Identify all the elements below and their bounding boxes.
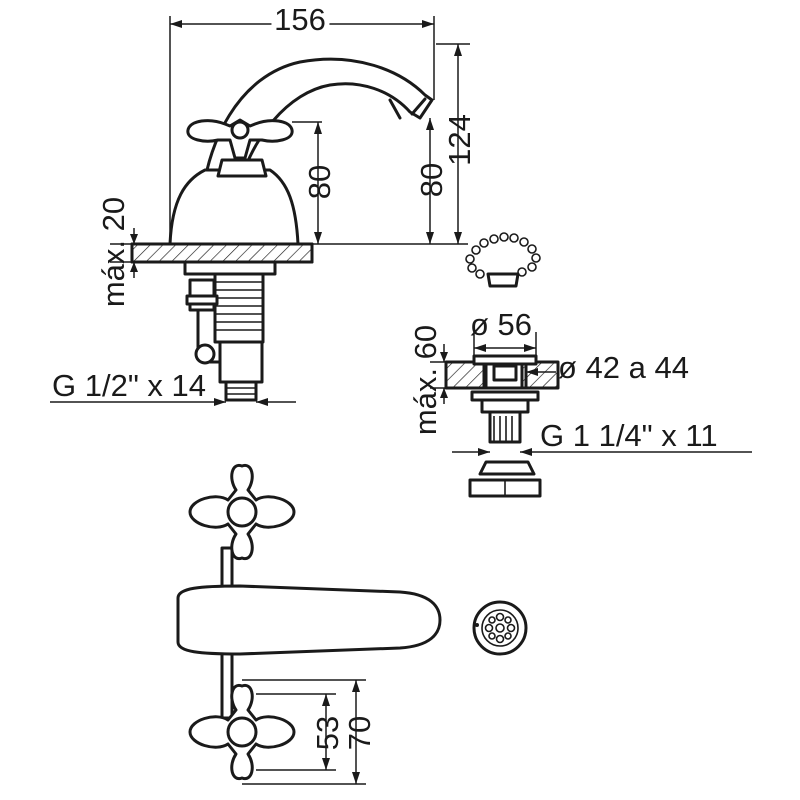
- side-view-dimensions: 156: [50, 0, 470, 406]
- side-nut: [185, 294, 219, 306]
- drain-counter-left: [444, 360, 488, 390]
- connector-thread-lines: [226, 387, 256, 395]
- dim-max-thickness: máx. 20: [96, 197, 131, 307]
- drain-grate: [492, 364, 518, 382]
- drain-counter-right: [520, 360, 560, 390]
- spout-tip: [410, 97, 427, 116]
- drain-dimensions: [430, 332, 752, 456]
- faucet-side-view: [130, 57, 434, 402]
- dim-drain-thread: G 1 1/4" x 11: [540, 418, 718, 453]
- faucet-top-view: [176, 463, 528, 781]
- chain-icon: [465, 232, 541, 279]
- shank-thread-lines: [215, 281, 263, 331]
- dim-inlet-thread: G 1/2" x 14: [52, 368, 206, 403]
- tube-elbow: [194, 343, 216, 365]
- countertop-section: [130, 242, 314, 264]
- drain-stopper-chain: [465, 232, 541, 288]
- drain-tail: [488, 410, 522, 444]
- dim-height-total: 124: [442, 114, 477, 166]
- drain-thread-lines: [493, 416, 513, 442]
- cross-handle-top-upper-icon: [188, 463, 296, 561]
- top-view-dimensions: [242, 679, 366, 785]
- drain-flange: [472, 354, 538, 366]
- dim-handle-spacing-outer: 70: [342, 716, 377, 750]
- handle-collar: [216, 158, 268, 178]
- dim-handle-height: 80: [302, 165, 337, 199]
- spout-top: [176, 584, 442, 656]
- drain-washer: [480, 398, 530, 414]
- spout-aerator: [388, 98, 402, 120]
- valve-body: [218, 340, 264, 384]
- dim-drain-diameter: ø 56: [470, 307, 532, 342]
- spout: [198, 57, 434, 217]
- drain-lower-nut: [478, 460, 536, 476]
- dim-drain-max-thickness: máx. 60: [408, 325, 443, 435]
- threaded-shank: [213, 272, 265, 344]
- drain-top-icon: [472, 600, 528, 656]
- dim-handle-spacing-inner: 53: [310, 716, 345, 750]
- stopper-plug: [486, 272, 520, 288]
- dim-drain-hole-range: ø 42 a 44: [558, 350, 689, 385]
- dim-width-total: 156: [274, 2, 326, 37]
- inlet-connector: [224, 380, 258, 402]
- cross-handle-top-lower-icon: [188, 683, 296, 781]
- drain-assembly: [444, 354, 560, 498]
- faucet-body: [168, 168, 300, 246]
- handle-cap: [230, 120, 250, 140]
- drain-body: [482, 362, 528, 390]
- lock-nut: [183, 260, 277, 276]
- dim-spout-height: 80: [414, 163, 449, 197]
